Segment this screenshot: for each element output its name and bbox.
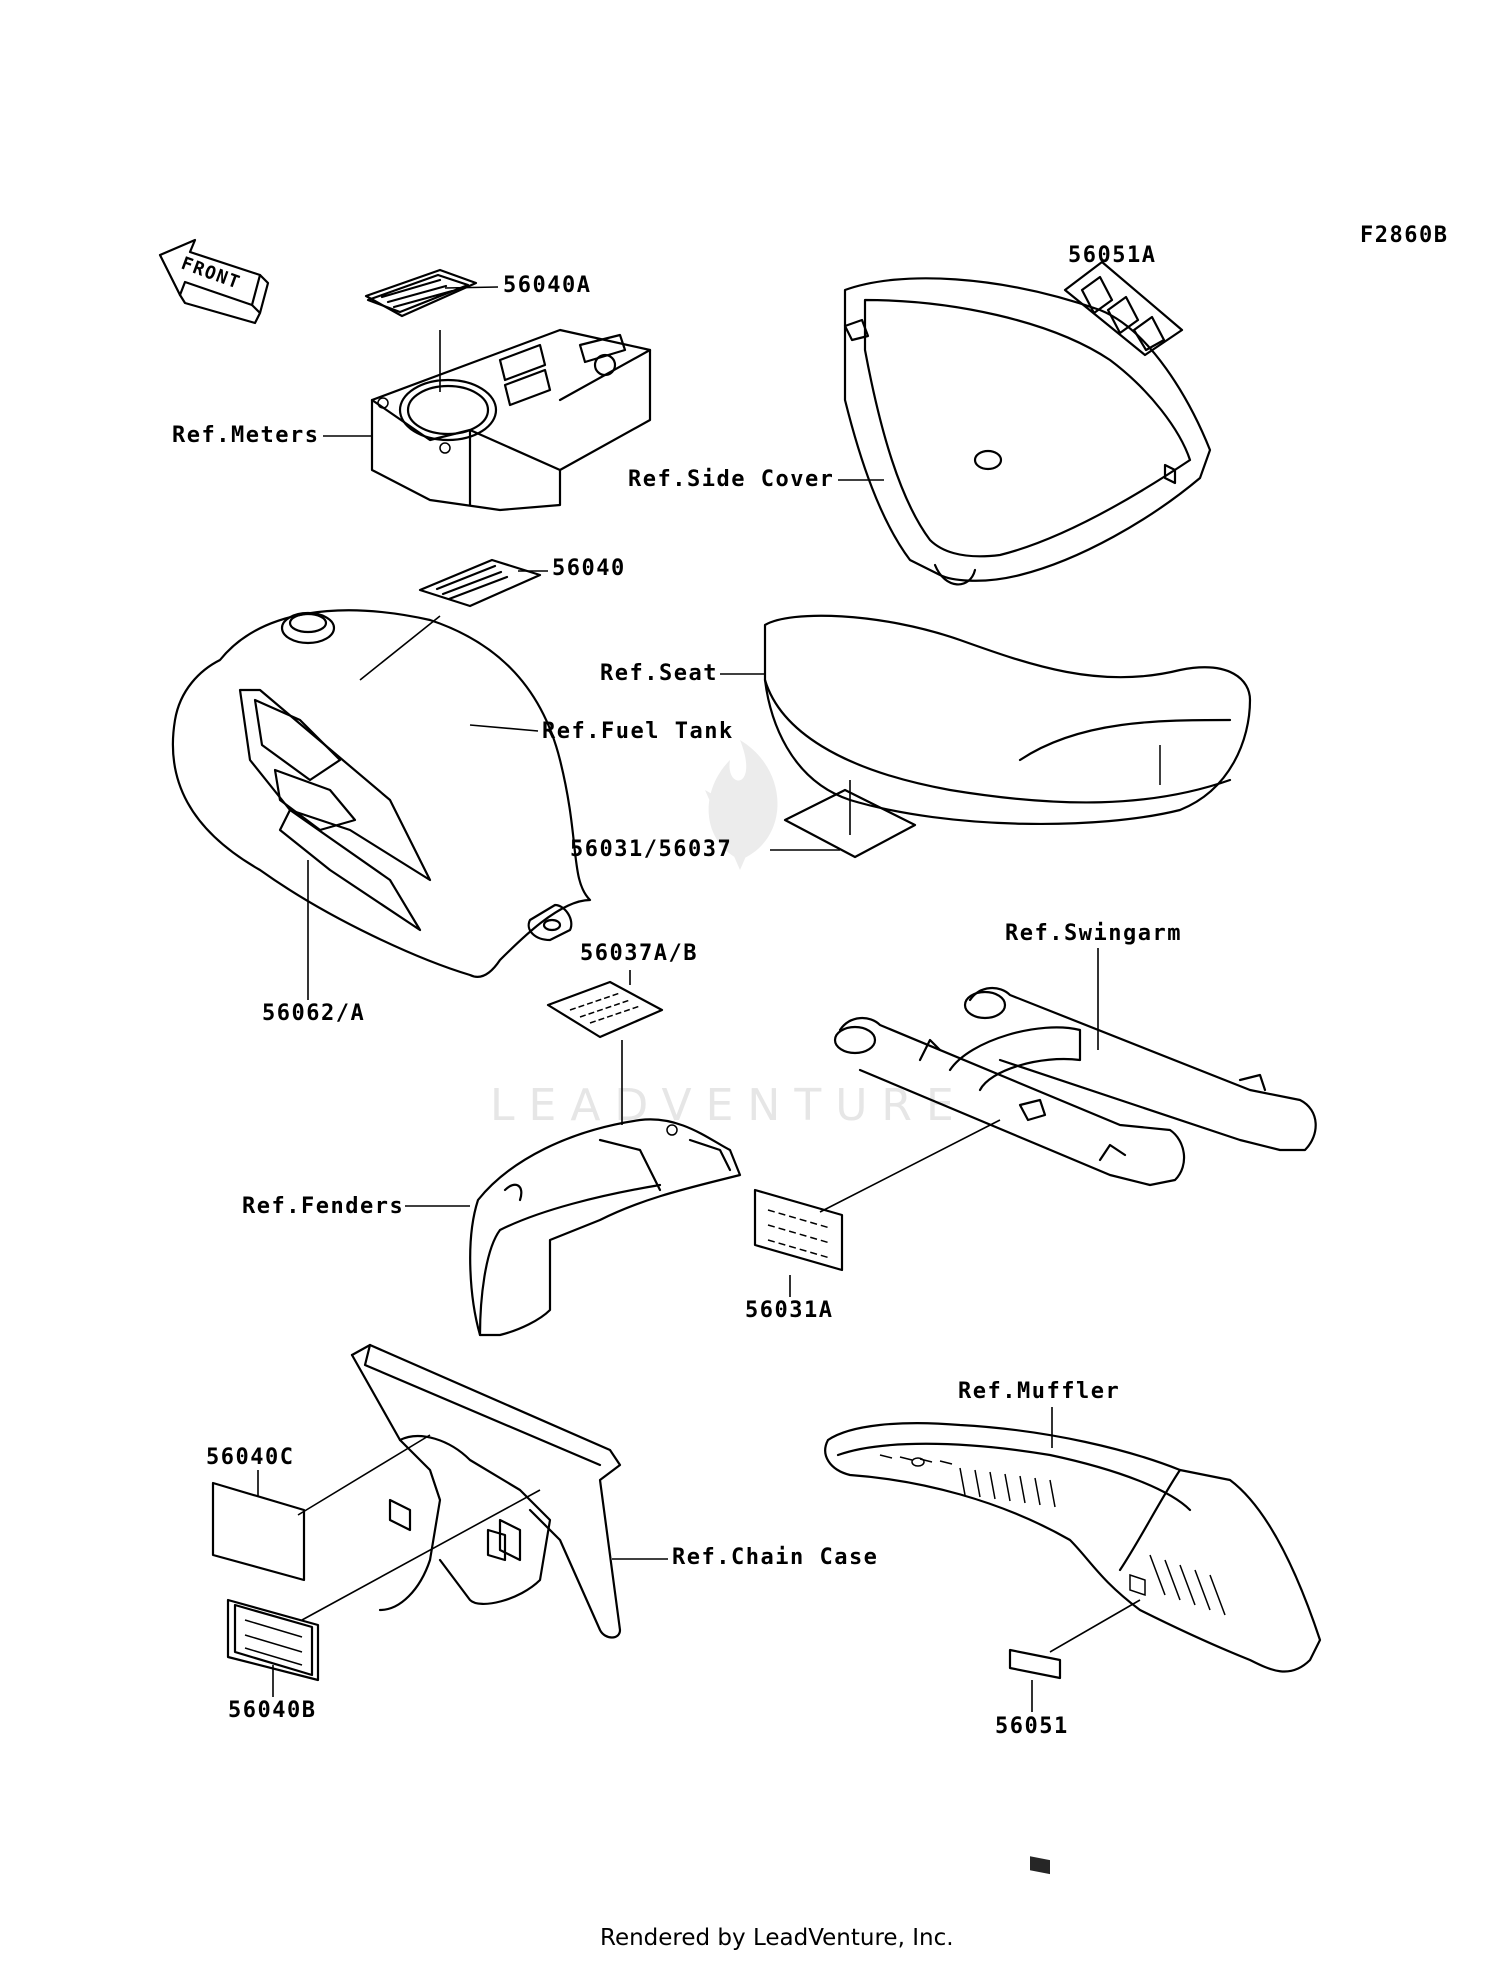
chain-case-part bbox=[350, 1343, 622, 1639]
ref-side-cover: Ref.Side Cover bbox=[628, 467, 834, 492]
callout-56040B: 56040B bbox=[228, 1698, 316, 1723]
footer-credit: Rendered by LeadVenture, Inc. bbox=[600, 1925, 954, 1951]
decal-56040 bbox=[418, 558, 542, 608]
watermark-text: LEADVENTURE bbox=[490, 1080, 968, 1131]
watermark-flame-icon bbox=[705, 740, 778, 870]
ref-muffler: Ref.Muffler bbox=[958, 1379, 1120, 1404]
decal-56051 bbox=[1008, 1648, 1062, 1875]
ref-meters: Ref.Meters bbox=[172, 423, 319, 448]
callout-56040A: 56040A bbox=[503, 273, 591, 298]
watermark: LEADVENTURE bbox=[490, 740, 968, 1131]
ref-fuel-tank: Ref.Fuel Tank bbox=[542, 719, 734, 744]
callout-56031A: 56031A bbox=[745, 1298, 833, 1323]
callout-56037AB: 56037A/B bbox=[580, 941, 698, 966]
callout-56040: 56040 bbox=[552, 556, 626, 581]
decal-56037AB bbox=[546, 980, 664, 1039]
ref-chain-case: Ref.Chain Case bbox=[672, 1545, 878, 1570]
decal-56031-56037 bbox=[783, 788, 917, 859]
meters-part bbox=[370, 328, 652, 512]
ref-swingarm: Ref.Swingarm bbox=[1005, 921, 1182, 946]
callout-56051: 56051 bbox=[995, 1714, 1069, 1739]
decal-56031A bbox=[753, 1188, 844, 1272]
swingarm-part bbox=[833, 987, 1317, 1187]
muffler-part bbox=[824, 1422, 1322, 1673]
callout-56031-56037: 56031/56037 bbox=[570, 837, 732, 862]
side-cover-part bbox=[843, 277, 1212, 586]
figure-code: F2860B bbox=[1360, 223, 1448, 248]
callout-56040C: 56040C bbox=[206, 1445, 294, 1470]
decal-56051A bbox=[1063, 260, 1184, 357]
callout-56062A: 56062/A bbox=[262, 1001, 365, 1026]
ref-fenders: Ref.Fenders bbox=[242, 1194, 404, 1219]
decal-56040B bbox=[226, 1598, 320, 1682]
front-arrow-icon: FRONT bbox=[158, 238, 270, 325]
callout-56051A: 56051A bbox=[1068, 243, 1156, 268]
decal-56040C bbox=[211, 1481, 306, 1582]
fuel-tank-part bbox=[171, 609, 592, 978]
ref-seat: Ref.Seat bbox=[600, 661, 718, 686]
decal-56040A bbox=[364, 268, 478, 318]
fenders-part bbox=[469, 1118, 742, 1337]
